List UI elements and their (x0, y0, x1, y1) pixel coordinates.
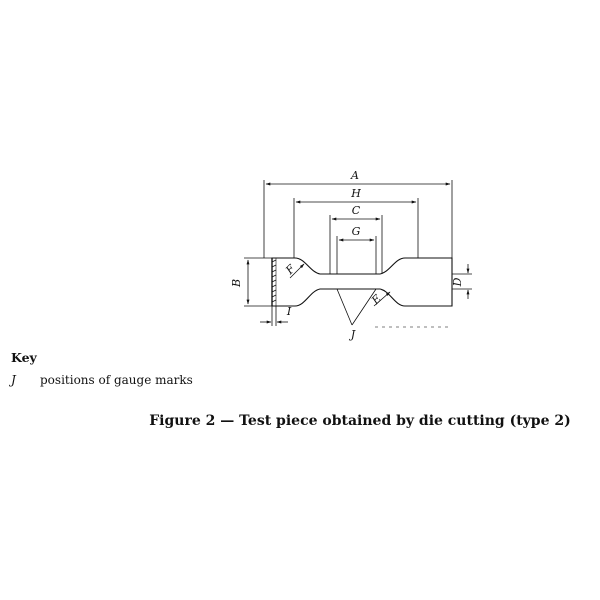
label-b: B (230, 279, 243, 288)
dimension-g (336, 236, 377, 274)
radius-e (373, 291, 391, 307)
figure-caption: Figure 2 — Test piece obtained by die cu… (149, 413, 571, 429)
label-h: H (350, 187, 361, 200)
dimension-d (452, 264, 472, 299)
key-symbol: J (11, 373, 16, 387)
label-j: J (349, 328, 356, 341)
dimension-a (263, 180, 453, 258)
dimension-i (260, 306, 288, 326)
label-e: E (368, 292, 384, 308)
label-i: I (286, 305, 292, 318)
key-title: Key (11, 350, 37, 365)
test-piece-outline (271, 257, 453, 307)
label-d: D (451, 277, 464, 287)
label-f: F (283, 262, 299, 278)
radius-f (289, 263, 305, 279)
dimension-h (293, 198, 419, 258)
dimension-c (329, 215, 383, 274)
key-description: positions of gauge marks (40, 373, 193, 387)
label-a: A (350, 169, 359, 182)
hatched-edge (271, 259, 277, 303)
label-c: C (352, 204, 361, 217)
label-g: G (352, 225, 361, 238)
dimension-b (244, 257, 272, 307)
gauge-mark-leaders (336, 288, 377, 326)
